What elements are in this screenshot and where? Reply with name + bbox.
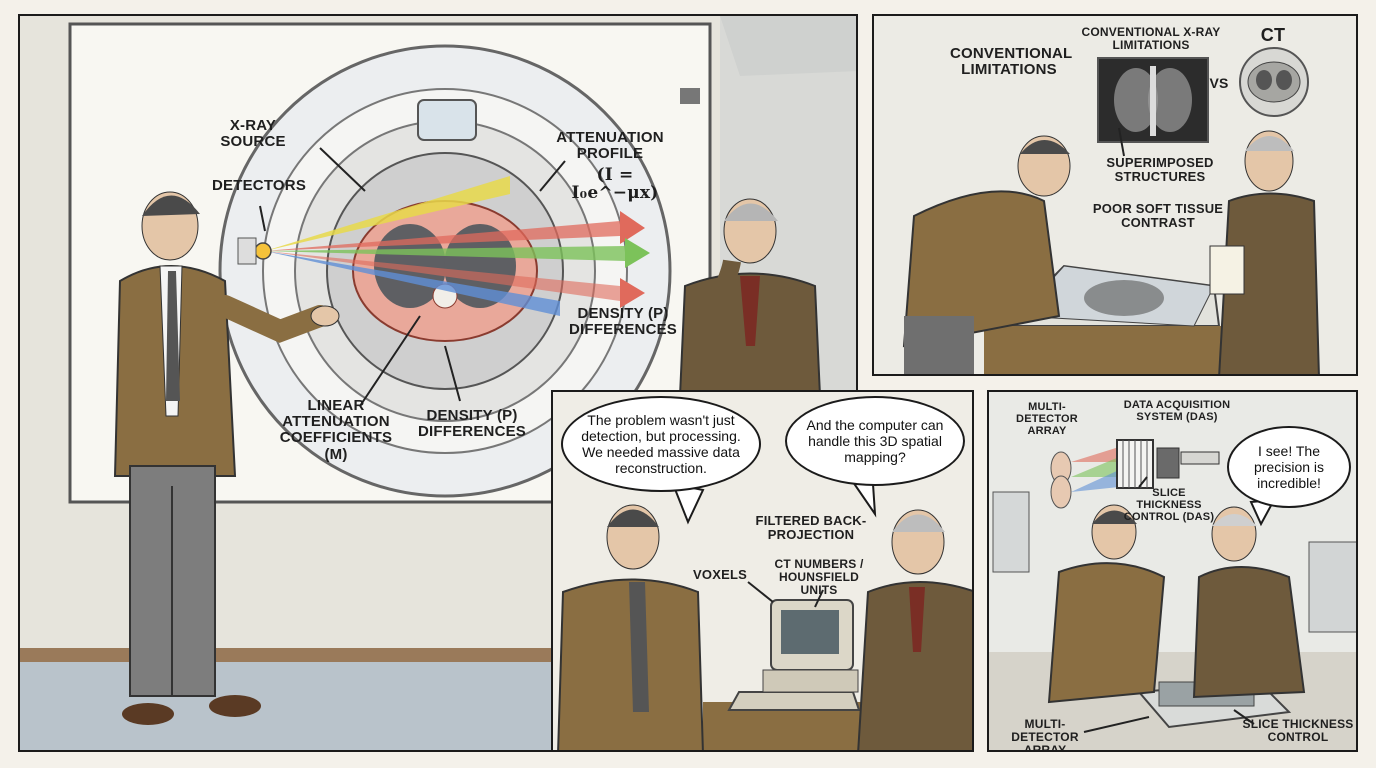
label-poor-contrast: POOR SOFT TISSUE CONTRAST: [1092, 201, 1224, 231]
speech-text-precision: I see! The precision is incredible!: [1253, 442, 1325, 492]
speech-text-lecturer: The problem wasn't just detection, but p…: [581, 411, 741, 477]
panel-detector: MULTI-DETECTOR ARRAY DATA ACQUISITION SY…: [987, 390, 1358, 752]
label-multi-detector-top: MULTI-DETECTOR ARRAY: [1016, 401, 1078, 437]
label-slice-control-bottom: SLICE THICKNESS CONTROL: [1242, 717, 1354, 744]
label-filtered-back-projection: FILTERED BACK-PROJECTION: [755, 513, 867, 543]
speech-bubble-listener: And the computer can handle this 3D spat…: [785, 396, 965, 486]
panel-comparison-art: [874, 16, 1356, 374]
label-vs: VS: [1209, 75, 1229, 91]
label-ct-numbers: CT NUMBERS / HOUNSFIELD UNITS: [774, 557, 864, 597]
label-voxels: VOXELS: [693, 567, 747, 582]
lecturer-figure: [113, 191, 340, 725]
panel-detector-art: [989, 392, 1356, 750]
speech-text-listener: And the computer can handle this 3D spat…: [806, 416, 944, 466]
xray-source-dot: [254, 242, 272, 260]
label-attenuation-formula: (I = I₀e^−μx): [571, 165, 659, 204]
panel-computer: The problem wasn't just detection, but p…: [551, 390, 974, 752]
label-detectors: DETECTORS: [212, 177, 307, 194]
speech-bubble-precision: I see! The precision is incredible!: [1227, 426, 1351, 508]
listener-figure: [678, 198, 822, 397]
panel-computer-art: [553, 392, 972, 750]
speech-bubble-lecturer: The problem wasn't just detection, but p…: [561, 396, 761, 492]
label-linear-attenuation: LINEAR ATTENUATION COEFFICIENTS (μ): [279, 397, 393, 463]
label-conventional-limitations: CONVENTIONAL LIMITATIONS: [950, 45, 1073, 79]
label-conventional-xray-limitations: CONVENTIONAL X-RAY LIMITATIONS: [1081, 25, 1221, 52]
gantry-display: [417, 99, 477, 141]
label-das: DATA ACQUISITION SYSTEM (DAS): [1123, 399, 1231, 423]
label-superimposed: SUPERIMPOSED STRUCTURES: [1106, 155, 1214, 185]
label-density-bottom: DENSITY (ρ) DIFFERENCES: [417, 407, 527, 441]
label-density-right: DENSITY (ρ) DIFFERENCES: [568, 305, 678, 339]
label-multi-detector-bottom: MULTI-DETECTOR ARRAY: [1011, 717, 1079, 752]
label-ct: CT: [1260, 25, 1286, 45]
panel-comparison: CONVENTIONAL LIMITATIONS CONVENTIONAL X-…: [872, 14, 1358, 376]
label-xray-source: X-RAY SOURCE: [220, 117, 286, 151]
label-attenuation-profile: ATTENUATION PROFILE: [556, 129, 664, 163]
computer-keyboard: [727, 691, 861, 711]
label-slice-control-top: SLICE THICKNESS CONTROL (DAS): [1123, 487, 1215, 523]
